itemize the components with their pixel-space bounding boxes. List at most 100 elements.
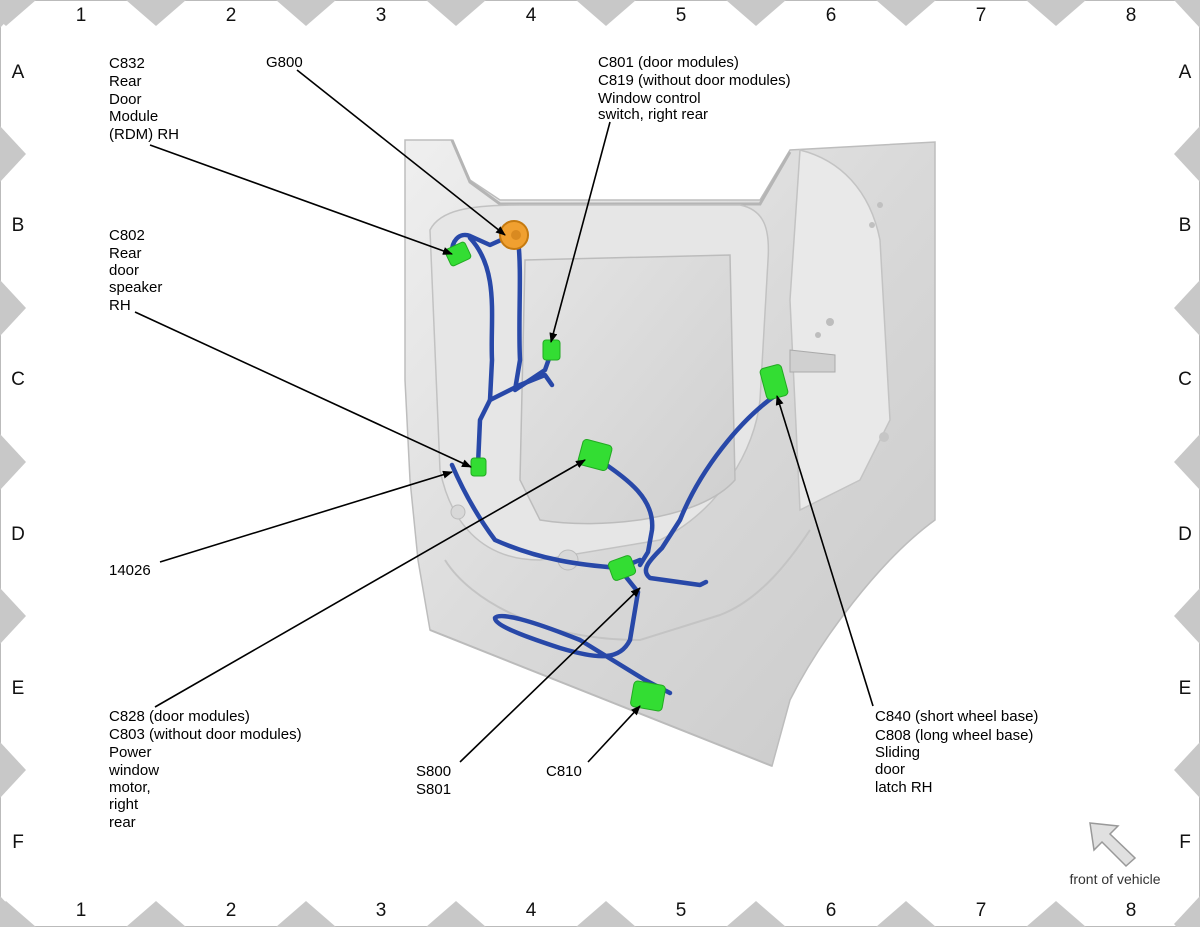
grid-border-triangle [126,901,186,927]
col-label: 5 [676,900,687,921]
sliding-door-panel [404,139,936,768]
grid-border-triangle [1174,434,1200,490]
row-label: B [1179,215,1192,236]
callout-c801: C801 (door modules) C819 (without door m… [598,54,791,123]
callout-line: rear [109,814,136,831]
grid-row-labels-left: A B C D E F [11,62,25,853]
harness-trunk-secondary [512,237,555,393]
connectors [444,220,789,712]
col-label: 2 [226,900,237,921]
grid-border-triangle [876,0,936,26]
row-label: B [12,215,25,236]
row-label: C [11,369,25,390]
grid-border-triangle [1174,126,1200,182]
row-label: C [1178,369,1192,390]
door-window-frame [450,139,792,206]
col-label: 7 [976,900,987,921]
grid-border-triangle [1174,588,1200,644]
callout-line: Power [109,744,152,761]
callout-line: Module [109,108,158,125]
callout-line: (RDM) RH [109,126,179,143]
callout-s800: S800 S801 [416,763,451,798]
col-label: 6 [826,5,837,26]
callout-line: S801 [416,781,451,798]
callout-c832: C832 Rear Door Module (RDM) RH [109,55,179,143]
callout-line: C810 [546,763,582,780]
leader-c810 [587,705,641,763]
col-label: 3 [376,5,387,26]
callout-line: C801 (door modules) [598,54,739,71]
leader-c802 [134,311,472,468]
grid-border-triangle [1174,896,1200,927]
grid-border-triangle [276,0,336,26]
leader-14026 [159,470,453,563]
col-label: 1 [76,5,87,26]
panel-hole [869,222,875,228]
leader-c840 [775,395,874,707]
callout-line: 14026 [109,562,151,579]
grid-border-triangle [576,0,636,26]
callout-line: G800 [266,54,303,71]
panel-hole [450,504,466,520]
harness-latch-branch [643,392,779,588]
grid-border-triangle [876,901,936,927]
callout-c840: C840 (short wheel base) C808 (long wheel… [875,708,1038,796]
callout-line: switch, right rear [598,106,708,123]
callout-line: speaker [109,279,162,296]
grid-border-triangle [726,0,786,26]
grid-border-triangle [1026,0,1086,26]
front-arrow-icon [1089,822,1137,868]
door-rear-pillar [789,149,891,512]
row-label: D [11,524,25,545]
callout-line: C802 [109,227,145,244]
harness-trunk-main [467,235,495,468]
grid-border-triangle [0,896,26,927]
grid-border-triangle [1174,0,1200,28]
connector-c828 [577,438,613,472]
callout-c828: C828 (door modules) C803 (without door m… [108,708,302,831]
callout-c802: C802 Rear door speaker RH [109,227,162,314]
row-label: F [12,832,24,853]
callout-line: door [875,761,905,778]
latch-bracket [789,349,836,373]
callout-line: Rear [109,245,142,262]
front-of-vehicle-indicator: front of vehicle [1069,822,1161,887]
callout-g800: G800 [266,54,303,71]
col-label: 2 [226,5,237,26]
leader-g800 [296,69,506,236]
callout-line: RH [109,297,131,314]
panel-hole [826,318,834,326]
leader-s800 [459,587,641,763]
grid-column-labels-top: 1 2 3 4 5 6 7 8 [76,5,1137,26]
row-label: E [12,678,25,699]
panel-hole [877,202,883,208]
leader-c801 [549,121,611,343]
row-label: A [12,62,25,83]
callout-line: C803 (without door modules) [109,726,302,743]
callout-line: C828 (door modules) [109,708,250,725]
leader-c832 [149,144,453,255]
callout-line: motor, [109,779,151,796]
grid-column-labels-bottom: 1 2 3 4 5 6 7 8 [76,900,1137,921]
grid-border-triangle [576,901,636,927]
wiring-harness [449,232,779,696]
callout-line: C819 (without door modules) [598,72,791,89]
panel-hole [815,332,821,338]
grid-border-triangle [1174,280,1200,336]
grid-border-triangle [0,280,26,336]
door-bottom-edge [429,629,773,767]
harness-motor-branch [593,455,655,568]
front-of-vehicle-label: front of vehicle [1069,871,1160,887]
row-label: D [1178,524,1192,545]
callout-line: Sliding [875,744,920,761]
grid-border-triangle [126,0,186,26]
grid-border-triangle [1174,742,1200,798]
ground-bolt [511,230,521,240]
callout-line: door [109,262,139,279]
connector-c801 [542,339,561,361]
col-label: 8 [1126,5,1137,26]
col-label: 6 [826,900,837,921]
col-label: 1 [76,900,87,921]
